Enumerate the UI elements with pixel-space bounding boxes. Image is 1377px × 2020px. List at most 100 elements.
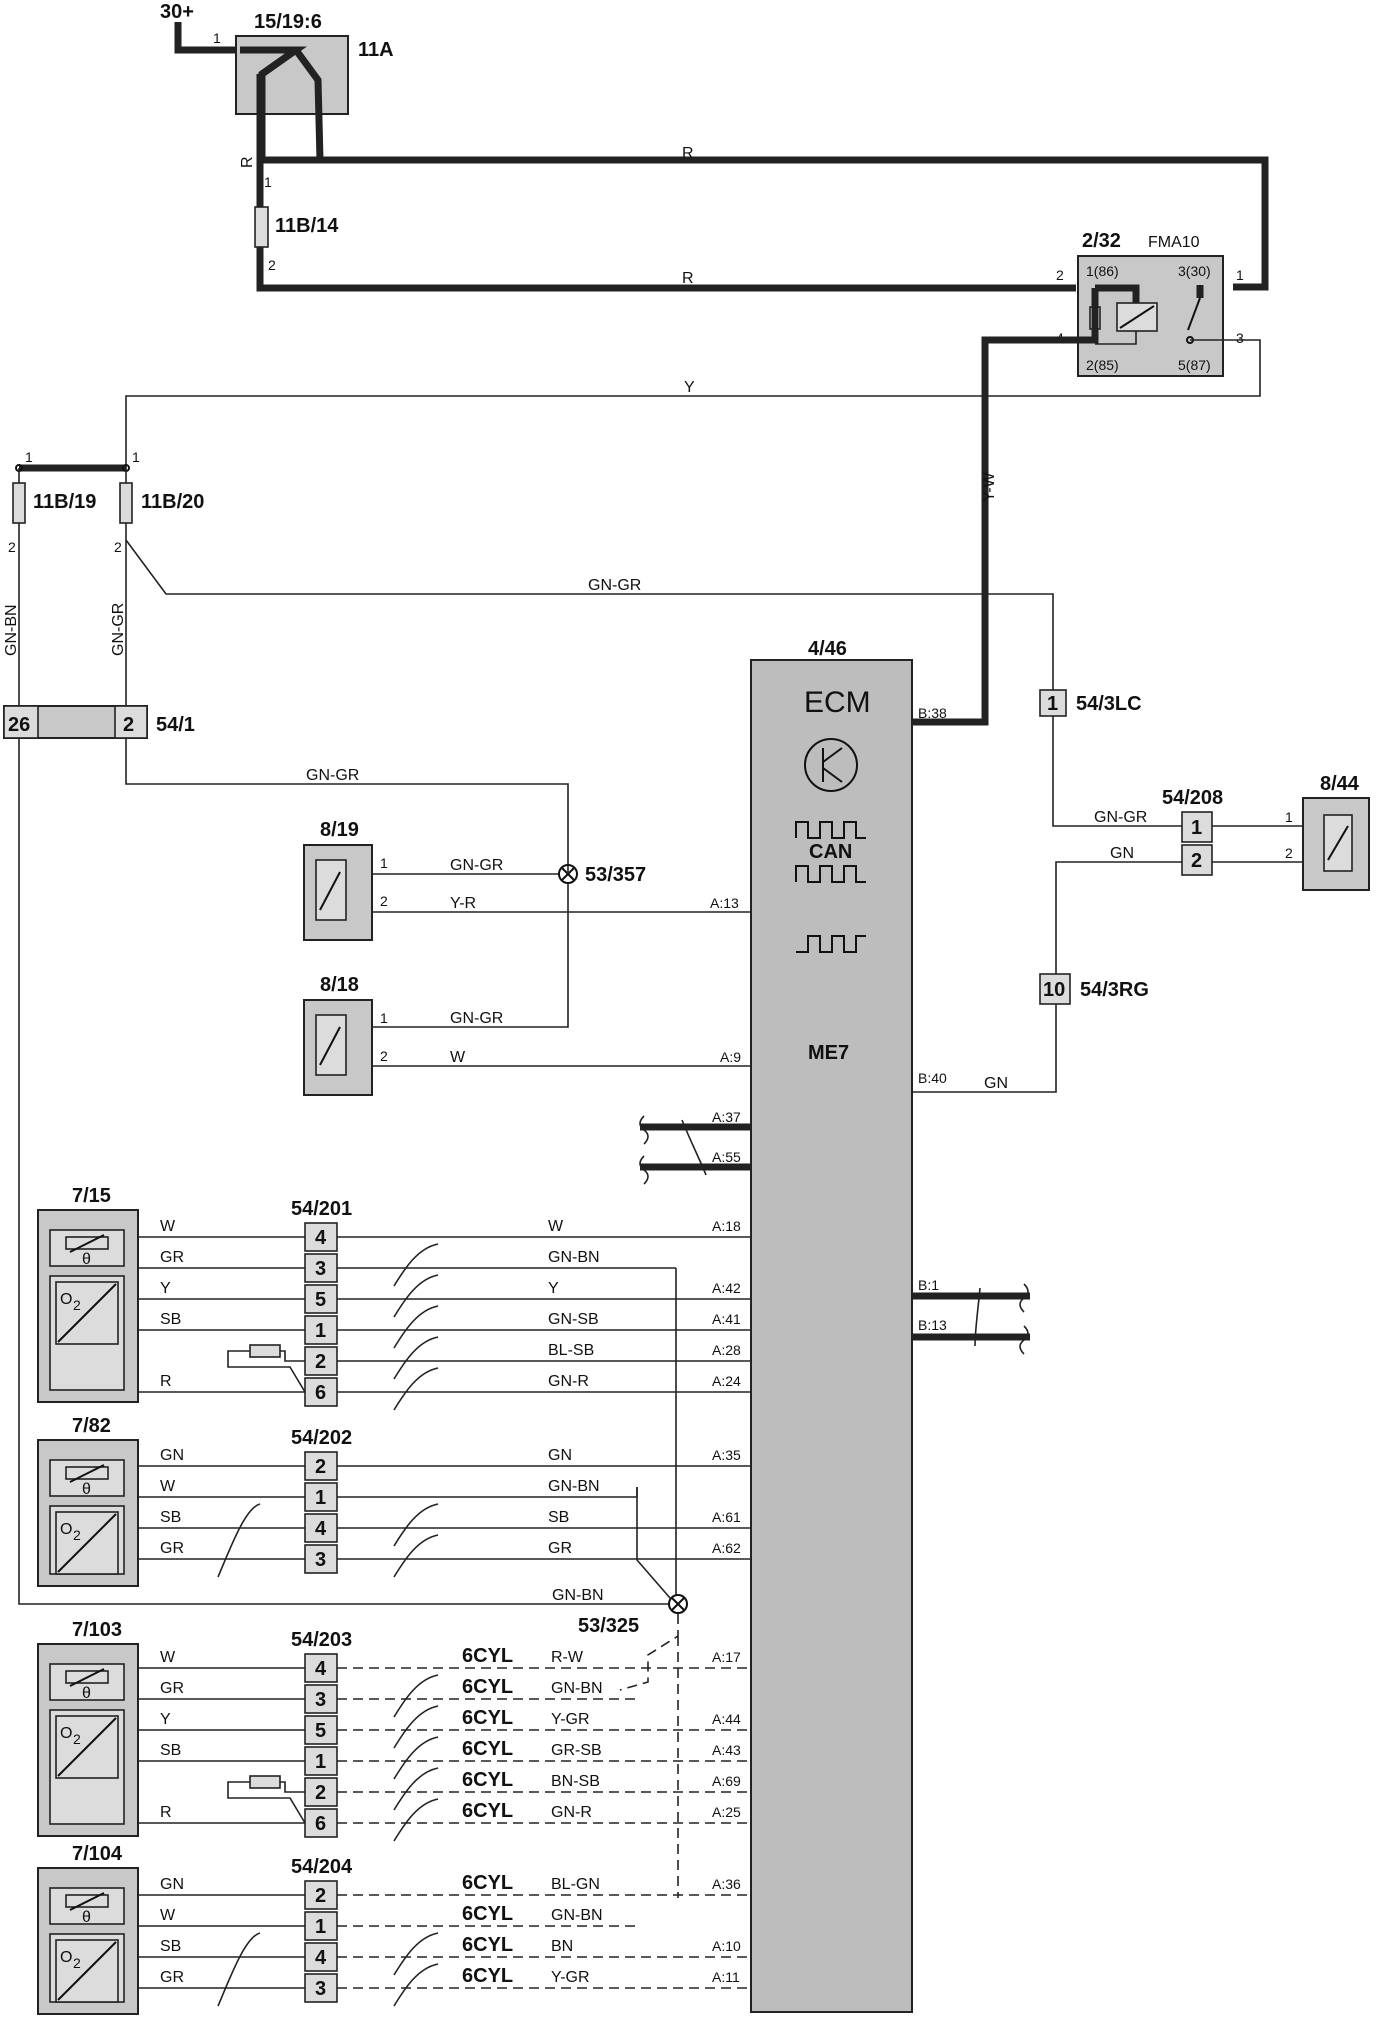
ecm-title: ECM [804,686,871,719]
fuse-14-pin1: 1 [264,174,272,190]
wire-label-gn-208: GN [1110,845,1134,862]
wire-r-right [293,47,324,161]
component-8-19-ref: 8/19 [320,819,359,841]
wire-label-y: Y [684,379,695,396]
connector-54-208-p2: 2 [1191,850,1202,872]
connector-pin-number: 4 [315,1227,327,1249]
connector-pin-number: 2 [315,1782,326,1804]
ecm-transistor-emitter [822,767,843,783]
connector-54-3lc [1039,689,1067,717]
sensor-wire-label: SB [160,1311,181,1328]
connector-54-208-ref: 54/208 [1162,787,1223,809]
ecm-pin-a9: A:9 [720,1049,741,1065]
wire-yw-to-ecm [912,288,1099,726]
ecm-wire-label: W [548,1218,564,1235]
sensor-wire-label: Y [160,1280,171,1297]
ecm-pin-b1: B:1 [918,1277,939,1293]
ecm-pin-label: A:44 [712,1711,741,1727]
splice-53-325-icon [668,1594,688,1614]
ecm-pin-label: A:42 [712,1280,741,1296]
connector-pin-number: 6 [315,1382,326,1404]
connector-54-1-pin2 [114,705,148,739]
fuse-link [259,47,299,77]
connector-54-1: 26 2 54/1 GN-GR [3,705,670,1605]
connector-pin-number: 3 [315,1258,326,1280]
component-8-44-ref: 8/44 [1320,773,1360,795]
connector-ref: 54/203 [291,1629,352,1651]
ecm-me7-label: ME7 [808,1042,849,1064]
fuse-20-ref: 11B/20 [141,491,204,513]
connector-pin-number: 4 [315,1518,327,1540]
sensor-wire-label: SB [160,1509,181,1526]
wire-break-b [974,1287,981,1347]
ecm-wire-break [393,1674,439,1718]
ecm-pin-label: A:62 [712,1540,741,1556]
sensor-wire-label: GR [160,1249,184,1266]
fuse-19-ref: 11B/19 [33,491,96,513]
connector-pin-number: 5 [315,1720,326,1742]
relay-coil-return [1095,331,1137,345]
fuse-11a-label: 11A [358,39,394,61]
ecm-b-side-wiring: GN [912,1004,1057,1355]
variant-label: 6CYL [462,1800,513,1822]
connector-54-1-p1: 26 [8,714,30,736]
ecm-pin-label: A:28 [712,1342,741,1358]
connector-pin-number: 5 [315,1289,326,1311]
ecm-a37-a55: A:37 A:55 [639,1109,751,1185]
wire-gn-208 [1055,861,1182,974]
connector-pin-box [304,1942,338,1972]
ecm-pin-a55: A:55 [712,1149,741,1165]
connector-pin-box [304,1346,338,1376]
fuse-14-body [254,206,269,248]
fuse-19-pin2: 2 [8,539,16,555]
wire-label-yr-819: Y-R [450,895,476,912]
wire-label-gngr-top: GN-GR [588,577,641,594]
wire-gnbn-long [18,738,670,1605]
fuse-20-pin2: 2 [114,539,122,555]
ecm-body [750,659,913,2013]
fuse-20-pin1: 1 [132,449,140,465]
relay-t30: 3(30) [1178,263,1211,279]
ecm-pin-label: A:17 [712,1649,741,1665]
fuses-11b-19-20: 1 1 11B/19 11B/20 2 2 GN-GR GN-BN GN-GR [3,449,1054,708]
connector-pin-number: 6 [315,1813,326,1835]
variant-label: 6CYL [462,1872,513,1894]
component-8-18-sensor-diag [319,1026,341,1066]
coding-resistor-icon [249,1344,281,1358]
connector-pin-number: 1 [315,1751,326,1773]
ecm-wire-label: GN-BN [551,1907,603,1924]
o2-label: O [60,1291,72,1308]
wire-gnbn-7103-splice [619,1614,679,1691]
ecm-wire-break [393,1274,439,1318]
ecm-pin-label: A:61 [712,1509,741,1525]
heater-diag-icon [69,1464,105,1483]
component-8-18-group: 8/18 1 2 GN-GR W A:9 [303,974,751,1096]
o2-label: O [60,1521,72,1538]
sensor-wire-label: GR [160,1540,184,1557]
sensor-wire-label: Y [160,1711,171,1728]
ecm-wire-label: GN-BN [551,1680,603,1697]
variant-label: 6CYL [462,1965,513,1987]
sensor-wire-label: GN [160,1447,184,1464]
ecm-wire-break [393,1305,439,1349]
ecm-wire-break [393,1798,439,1842]
o2-label: O [60,1949,72,1966]
wire-label-gnbn-left: GN-BN [3,604,20,656]
ecm-pin-b40: B:40 [918,1070,947,1086]
variant-label: 6CYL [462,1676,513,1698]
ecm-pin-label: A:25 [712,1804,741,1820]
wire-label-gngr-819: GN-GR [450,857,503,874]
heater-diag-icon [69,1668,105,1687]
ecm-wire-label: GN-R [548,1373,589,1390]
wire-label-gngr-541: GN-GR [306,767,359,784]
component-8-44-p2: 2 [1285,845,1293,861]
ecm-wire-label: GN [548,1447,572,1464]
component-8-18-p1: 1 [380,1010,388,1026]
o2-cell-diag [57,1717,117,1777]
o2-subscript: 2 [73,1527,81,1543]
splice-53-357-x2 [561,867,575,881]
wire-label-gngr-818: GN-GR [450,1010,503,1027]
connector-ref: 54/202 [291,1427,352,1449]
